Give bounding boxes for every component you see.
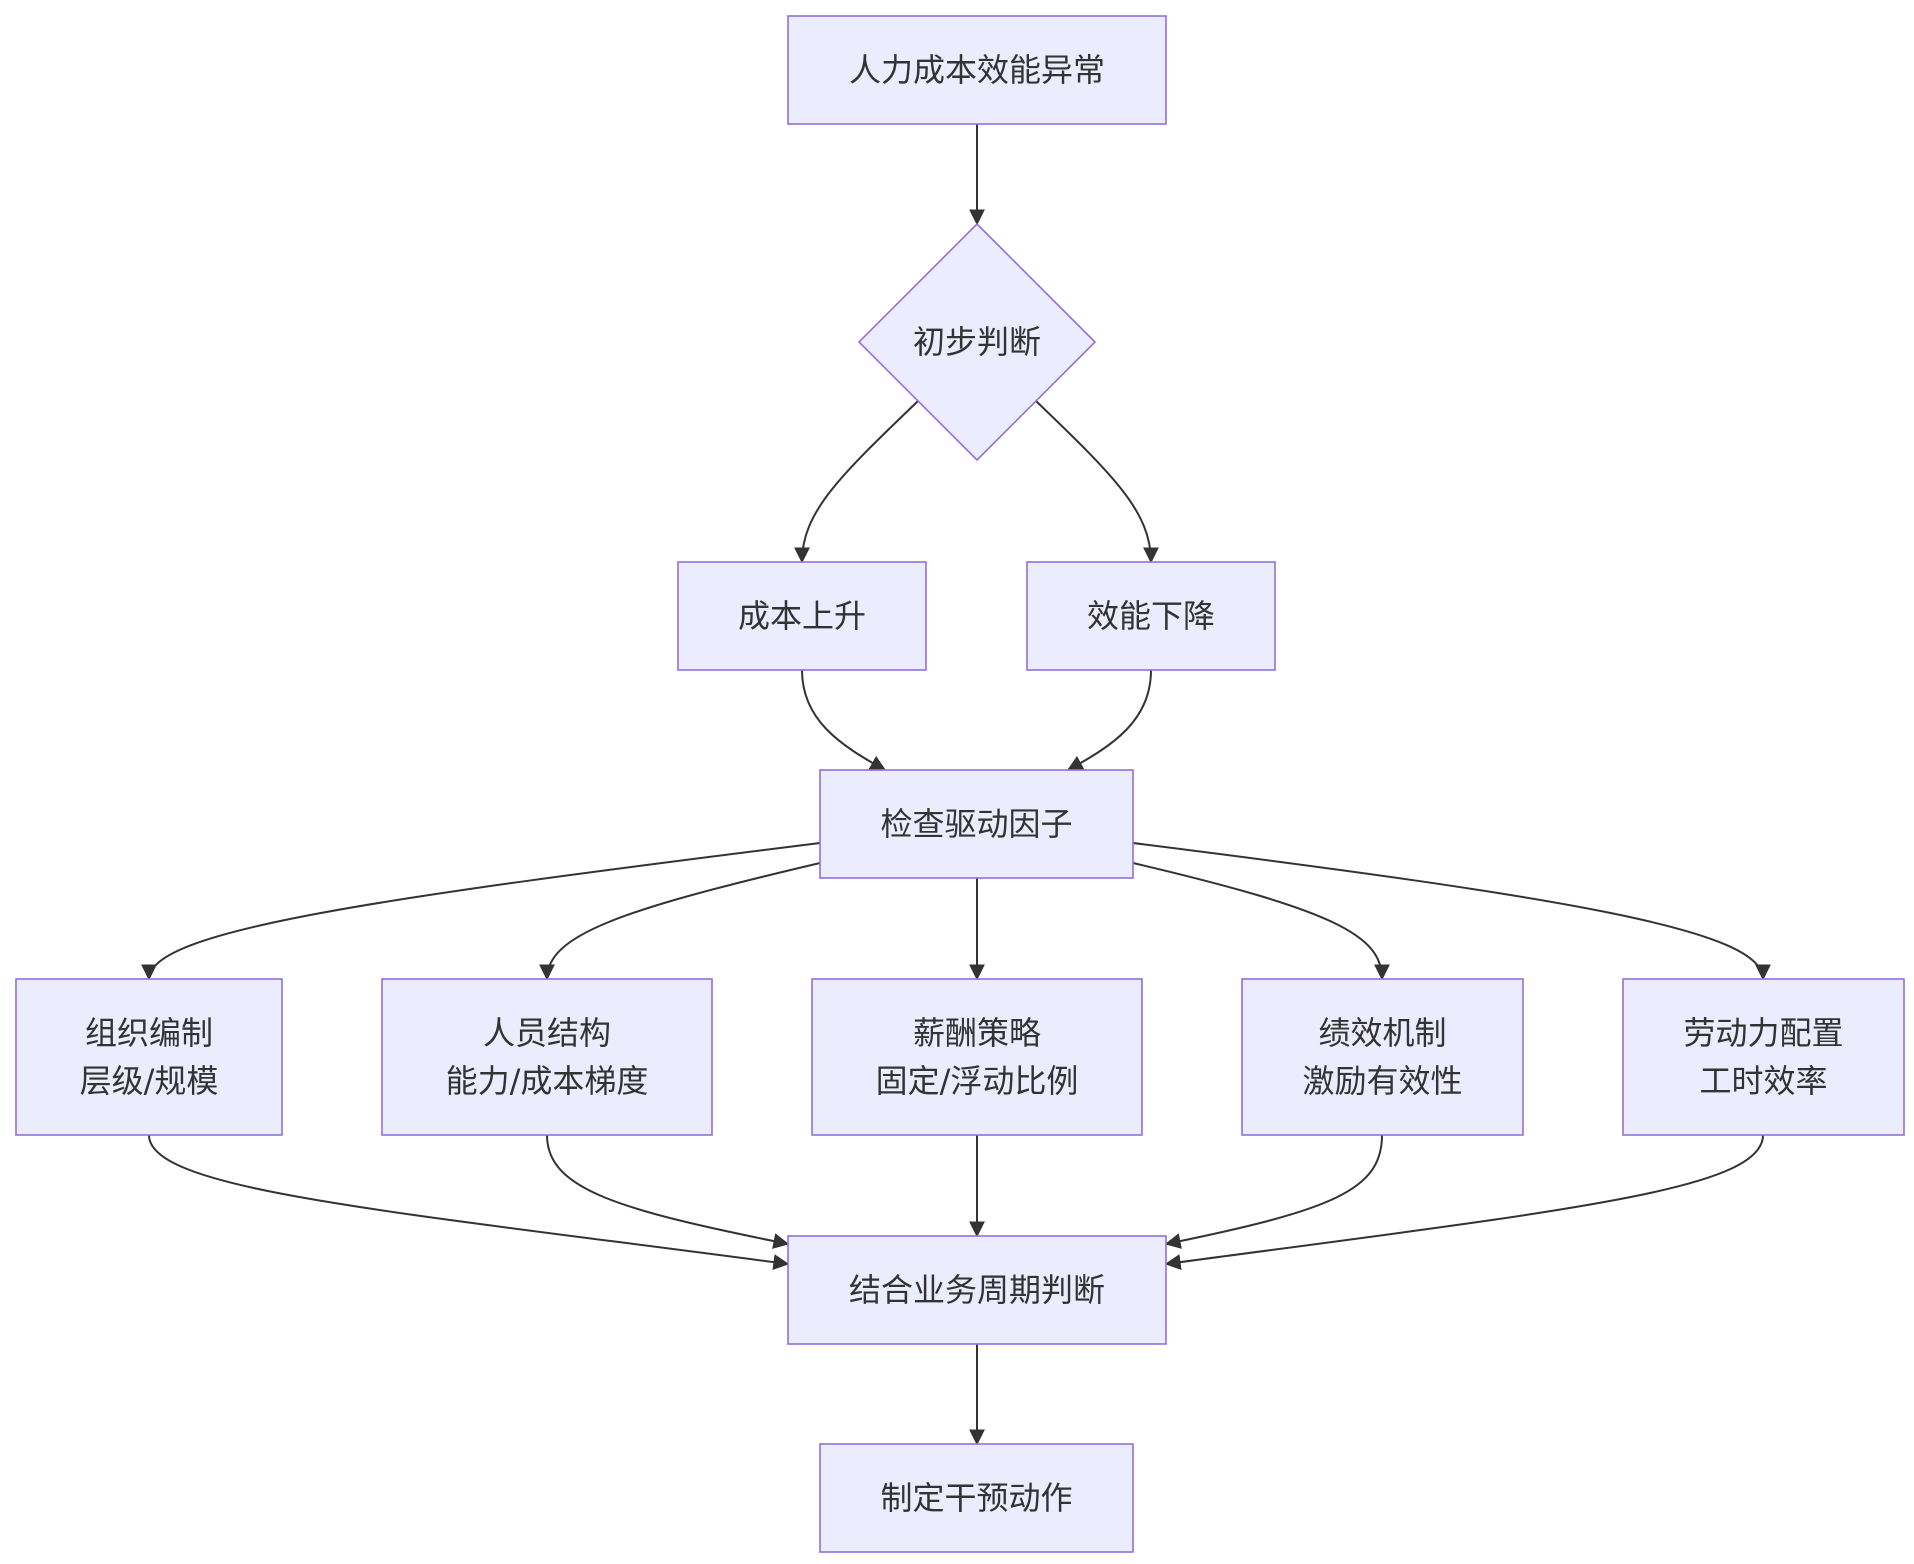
node-box [811, 978, 1143, 1136]
node-label: 成本上升 [738, 597, 866, 635]
edge-eff_down-to-check [1066, 669, 1152, 771]
node-label: 薪酬策略 [913, 1014, 1041, 1052]
node-eff_down: 效能下降 [1026, 561, 1276, 671]
edge-check-to-perf [1132, 862, 1390, 981]
node-label: 效能下降 [1087, 597, 1215, 635]
node-cost_up: 成本上升 [677, 561, 927, 671]
node-label: 组织编制 [85, 1014, 213, 1052]
edge-cost_up-to-check [801, 669, 887, 771]
node-label: 初步判断 [913, 323, 1041, 361]
edges-layer [141, 124, 1771, 1446]
node-box [381, 978, 713, 1136]
node-box [1026, 561, 1276, 671]
node-label: 劳动力配置 [1683, 1014, 1843, 1052]
node-box [819, 1443, 1134, 1553]
node-box [819, 769, 1134, 879]
node-box [1622, 978, 1905, 1136]
node-anomaly: 人力成本效能异常 [787, 15, 1167, 125]
node-box [1241, 978, 1524, 1136]
edge-labor-to-cycle [1164, 1134, 1764, 1270]
node-label: 固定/浮动比例 [876, 1062, 1079, 1100]
node-label: 人力成本效能异常 [849, 51, 1105, 89]
node-label: 能力/成本梯度 [446, 1062, 649, 1100]
node-label: 层级/规模 [80, 1062, 219, 1100]
edge-org-to-cycle [148, 1134, 790, 1271]
node-label: 工时效率 [1699, 1062, 1827, 1100]
edge-judge-to-cost_up [794, 400, 919, 564]
edge-check-to-org [141, 842, 821, 981]
node-label: 激励有效性 [1302, 1062, 1462, 1100]
edge-check-to-people [539, 862, 821, 981]
edge-people-to-cycle [546, 1134, 790, 1249]
edge-check-to-labor [1132, 842, 1771, 981]
nodes-layer: 人力成本效能异常初步判断成本上升效能下降检查驱动因子组织编制层级/规模人员结构能… [15, 15, 1905, 1553]
node-cycle: 结合业务周期判断 [787, 1235, 1167, 1345]
node-label: 制定干预动作 [880, 1479, 1072, 1517]
node-box [15, 978, 283, 1136]
node-label: 结合业务周期判断 [849, 1271, 1105, 1309]
node-check: 检查驱动因子 [819, 769, 1134, 879]
edge-judge-to-eff_down [1035, 400, 1159, 564]
node-box [787, 15, 1167, 125]
node-judge: 初步判断 [857, 222, 1097, 462]
edge-perf-to-cycle [1164, 1134, 1383, 1249]
node-label: 人员结构 [483, 1014, 611, 1052]
node-action: 制定干预动作 [819, 1443, 1134, 1553]
decision-diamond [857, 222, 1097, 462]
node-label: 绩效机制 [1318, 1014, 1446, 1052]
node-label: 检查驱动因子 [880, 805, 1072, 843]
node-box [677, 561, 927, 671]
node-box [787, 1235, 1167, 1345]
